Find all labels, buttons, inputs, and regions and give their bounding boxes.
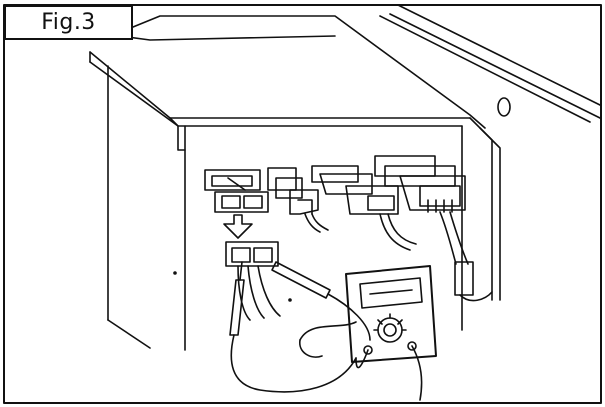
disconnect-arrow-icon bbox=[223, 214, 253, 239]
meter-display bbox=[359, 277, 423, 309]
probe-jack-left bbox=[363, 345, 373, 355]
figure-label-box: Fig.3 bbox=[4, 5, 133, 40]
cabinet-top bbox=[89, 15, 486, 351]
right-test-probe bbox=[271, 261, 371, 358]
probe-jack-right bbox=[407, 341, 417, 351]
figure-frame bbox=[3, 4, 602, 404]
tested-plug bbox=[225, 241, 281, 321]
connector-2 bbox=[267, 167, 329, 233]
left-test-probe bbox=[229, 261, 357, 393]
selector-dial-icon bbox=[377, 317, 403, 343]
figure-label: Fig.3 bbox=[41, 10, 96, 35]
connector-1 bbox=[204, 169, 269, 213]
screw-hole-icon bbox=[497, 97, 511, 117]
cabinet-side-panel bbox=[379, 4, 601, 331]
connector-4 bbox=[374, 155, 493, 302]
connector-3 bbox=[311, 165, 417, 251]
multimeter bbox=[345, 265, 437, 401]
